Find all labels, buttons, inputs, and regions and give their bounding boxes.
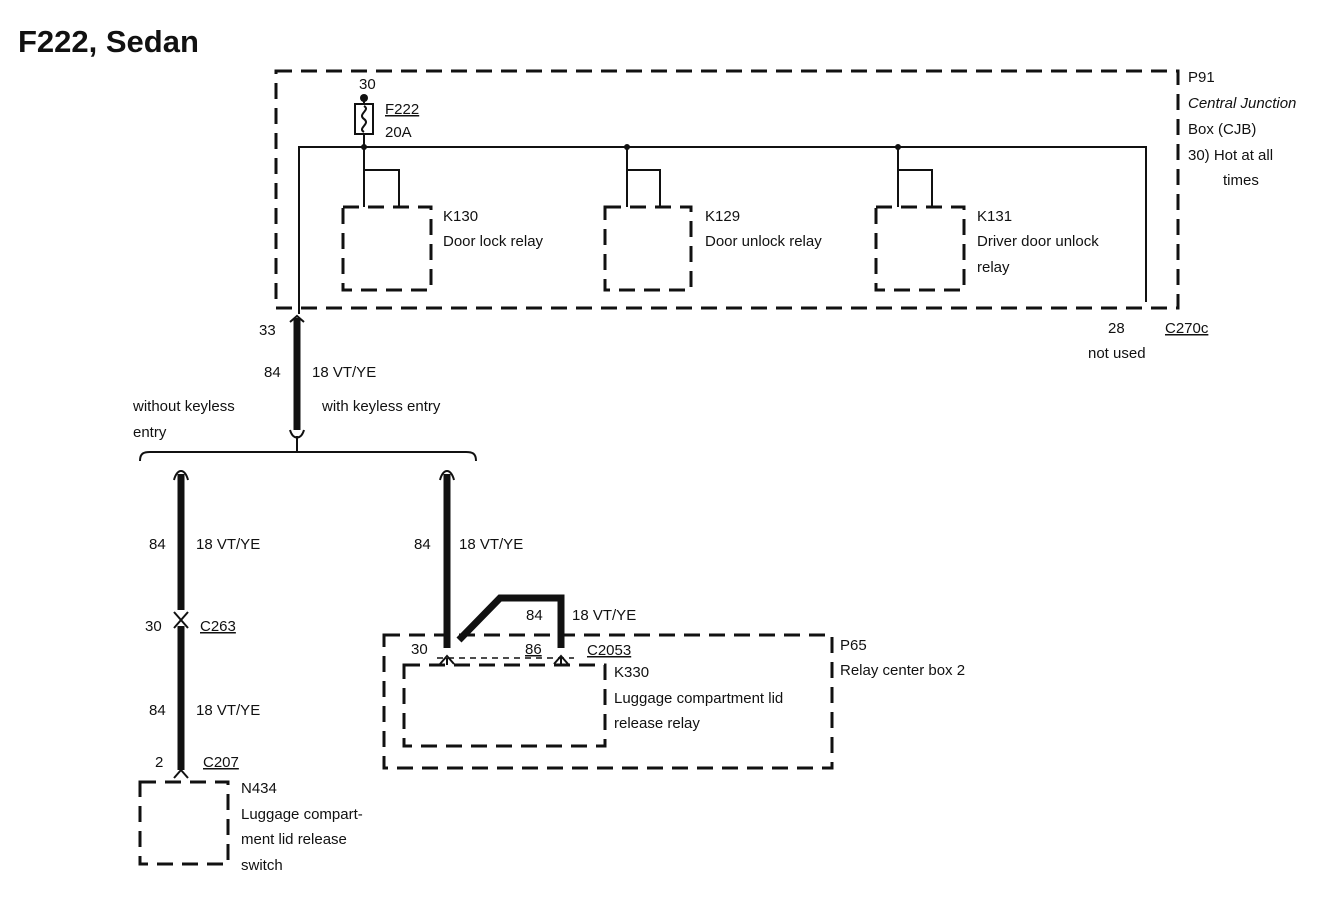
c263-pin: 30 (145, 618, 162, 635)
main-wire (289, 314, 305, 452)
c207-pin: 2 (155, 754, 163, 771)
left-lower-spec: 18 VT/YE (196, 702, 260, 719)
relay-center-box (382, 633, 834, 770)
c263-id: C263 (200, 618, 236, 635)
cjb-note-line2: times (1223, 172, 1259, 189)
jumper-spec: 18 VT/YE (572, 607, 636, 624)
option-bracket (139, 451, 477, 462)
switch-line2: ment lid release (241, 831, 347, 848)
cjb-name-line1: Central Junction (1188, 95, 1296, 112)
relay-k131-name-line1: Driver door unlock (977, 233, 1099, 250)
k330-line1: Luggage compartment lid (614, 690, 783, 707)
left-branch-wire (173, 470, 189, 779)
right-branch-wire (439, 470, 565, 648)
k330-line2: release relay (614, 715, 700, 732)
switch-line3: switch (241, 857, 283, 874)
main-wire-circuit: 84 (264, 364, 281, 381)
rcb-pin-30: 30 (411, 641, 428, 658)
relay-k131-id: K131 (977, 208, 1012, 225)
relay-k129-name: Door unlock relay (705, 233, 822, 250)
relay-k129 (603, 147, 693, 292)
jumper-circuit: 84 (526, 607, 543, 624)
cjb-connector: C270c (1165, 320, 1209, 337)
fuse-id: F222 (385, 101, 419, 118)
cjb-box (274, 69, 1180, 310)
main-wire-spec: 18 VT/YE (312, 364, 376, 381)
k330-id: K330 (614, 664, 649, 681)
cjb-pin-28-note: not used (1088, 345, 1146, 362)
relay-k129-id: K129 (705, 208, 740, 225)
fuse-rating: 20A (385, 124, 412, 141)
cjb-pin-33: 33 (259, 322, 276, 339)
right-wire-circuit: 84 (414, 536, 431, 553)
cjb-name-line2: Box (CJB) (1188, 121, 1256, 138)
cjb-note-line1: 30) Hot at all (1188, 147, 1273, 164)
rcb-pin-86: 86 (525, 641, 542, 658)
rcb-id: P65 (840, 637, 867, 654)
branch-left-line2: entry (133, 424, 167, 441)
fuse-terminal: 30 (359, 76, 376, 93)
cjb-bus (298, 146, 1147, 314)
switch-id: N434 (241, 780, 277, 797)
fuse-f222 (354, 94, 374, 147)
switch-n434 (138, 780, 230, 866)
left-upper-spec: 18 VT/YE (196, 536, 260, 553)
relay-k131-name-line2: relay (977, 259, 1010, 276)
c207-id: C207 (203, 754, 239, 771)
cjb-id: P91 (1188, 69, 1215, 86)
c2053-connector (437, 654, 574, 665)
branch-right: with keyless entry (321, 398, 441, 415)
right-wire-spec: 18 VT/YE (459, 536, 523, 553)
switch-line1: Luggage compart- (241, 806, 363, 823)
diagram-title: F222, Sedan (18, 24, 199, 59)
relay-k130-name: Door lock relay (443, 233, 544, 250)
relay-k130 (341, 147, 433, 292)
c2053-id: C2053 (587, 642, 631, 659)
branch-left-line1: without keyless (132, 398, 235, 415)
relay-k330 (402, 663, 607, 748)
relay-k130-id: K130 (443, 208, 478, 225)
relay-k131 (874, 147, 966, 292)
cjb-pin-28: 28 (1108, 320, 1125, 337)
left-lower-circuit: 84 (149, 702, 166, 719)
left-upper-circuit: 84 (149, 536, 166, 553)
rcb-name: Relay center box 2 (840, 662, 965, 679)
